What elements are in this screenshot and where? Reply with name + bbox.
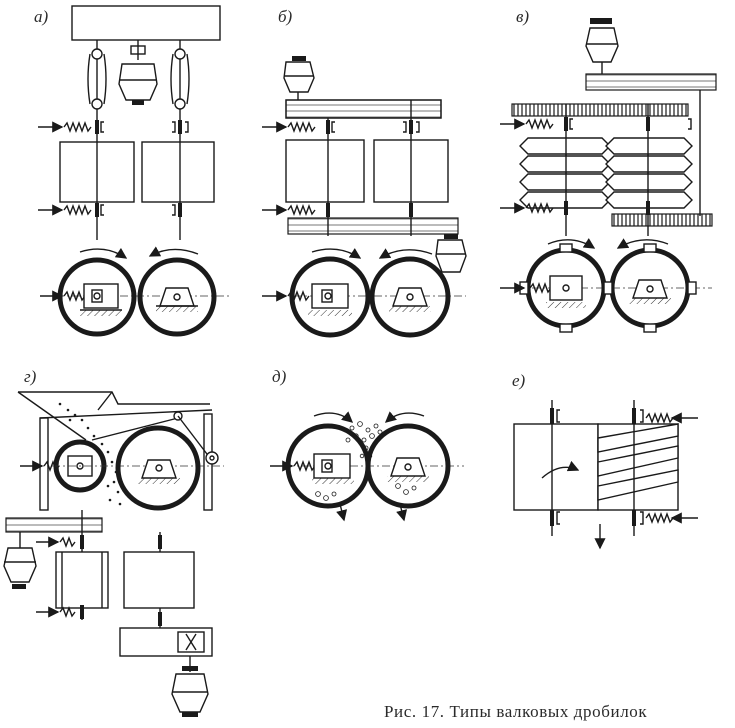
plain-roll (513, 423, 599, 511)
panel-a: а) (34, 5, 230, 337)
panel-g: г) (3, 367, 224, 717)
panel-v: в) (500, 7, 717, 333)
motor-icon (585, 27, 619, 63)
panel-v-label: в) (516, 7, 529, 26)
panel-a-label: а) (34, 7, 49, 26)
helical-teeth (597, 423, 679, 501)
large-roll (115, 425, 201, 511)
toothed-roll-right (605, 137, 693, 209)
roll-right (141, 141, 215, 203)
motor-icon (283, 61, 315, 93)
hopper (18, 391, 210, 405)
motor-icon (171, 673, 209, 713)
figure-caption: Рис. 17. Типы валковых дробилок (384, 702, 648, 721)
panel-b-label: б) (278, 7, 293, 26)
panel-b: б) (262, 7, 467, 338)
motor-icon (3, 547, 37, 583)
gear-icon (511, 103, 689, 117)
frame-top (71, 5, 221, 41)
panel-g-label: г) (24, 367, 37, 386)
panel-e-label: е) (512, 371, 526, 390)
panel-e: е) (512, 371, 698, 550)
panel-d: д) (270, 367, 464, 522)
panel-d-label: д) (272, 367, 287, 386)
bearing-icon (91, 48, 103, 60)
toothed-roll-left (519, 137, 611, 209)
roll-section-right (137, 257, 217, 337)
motor-icon (118, 63, 158, 101)
